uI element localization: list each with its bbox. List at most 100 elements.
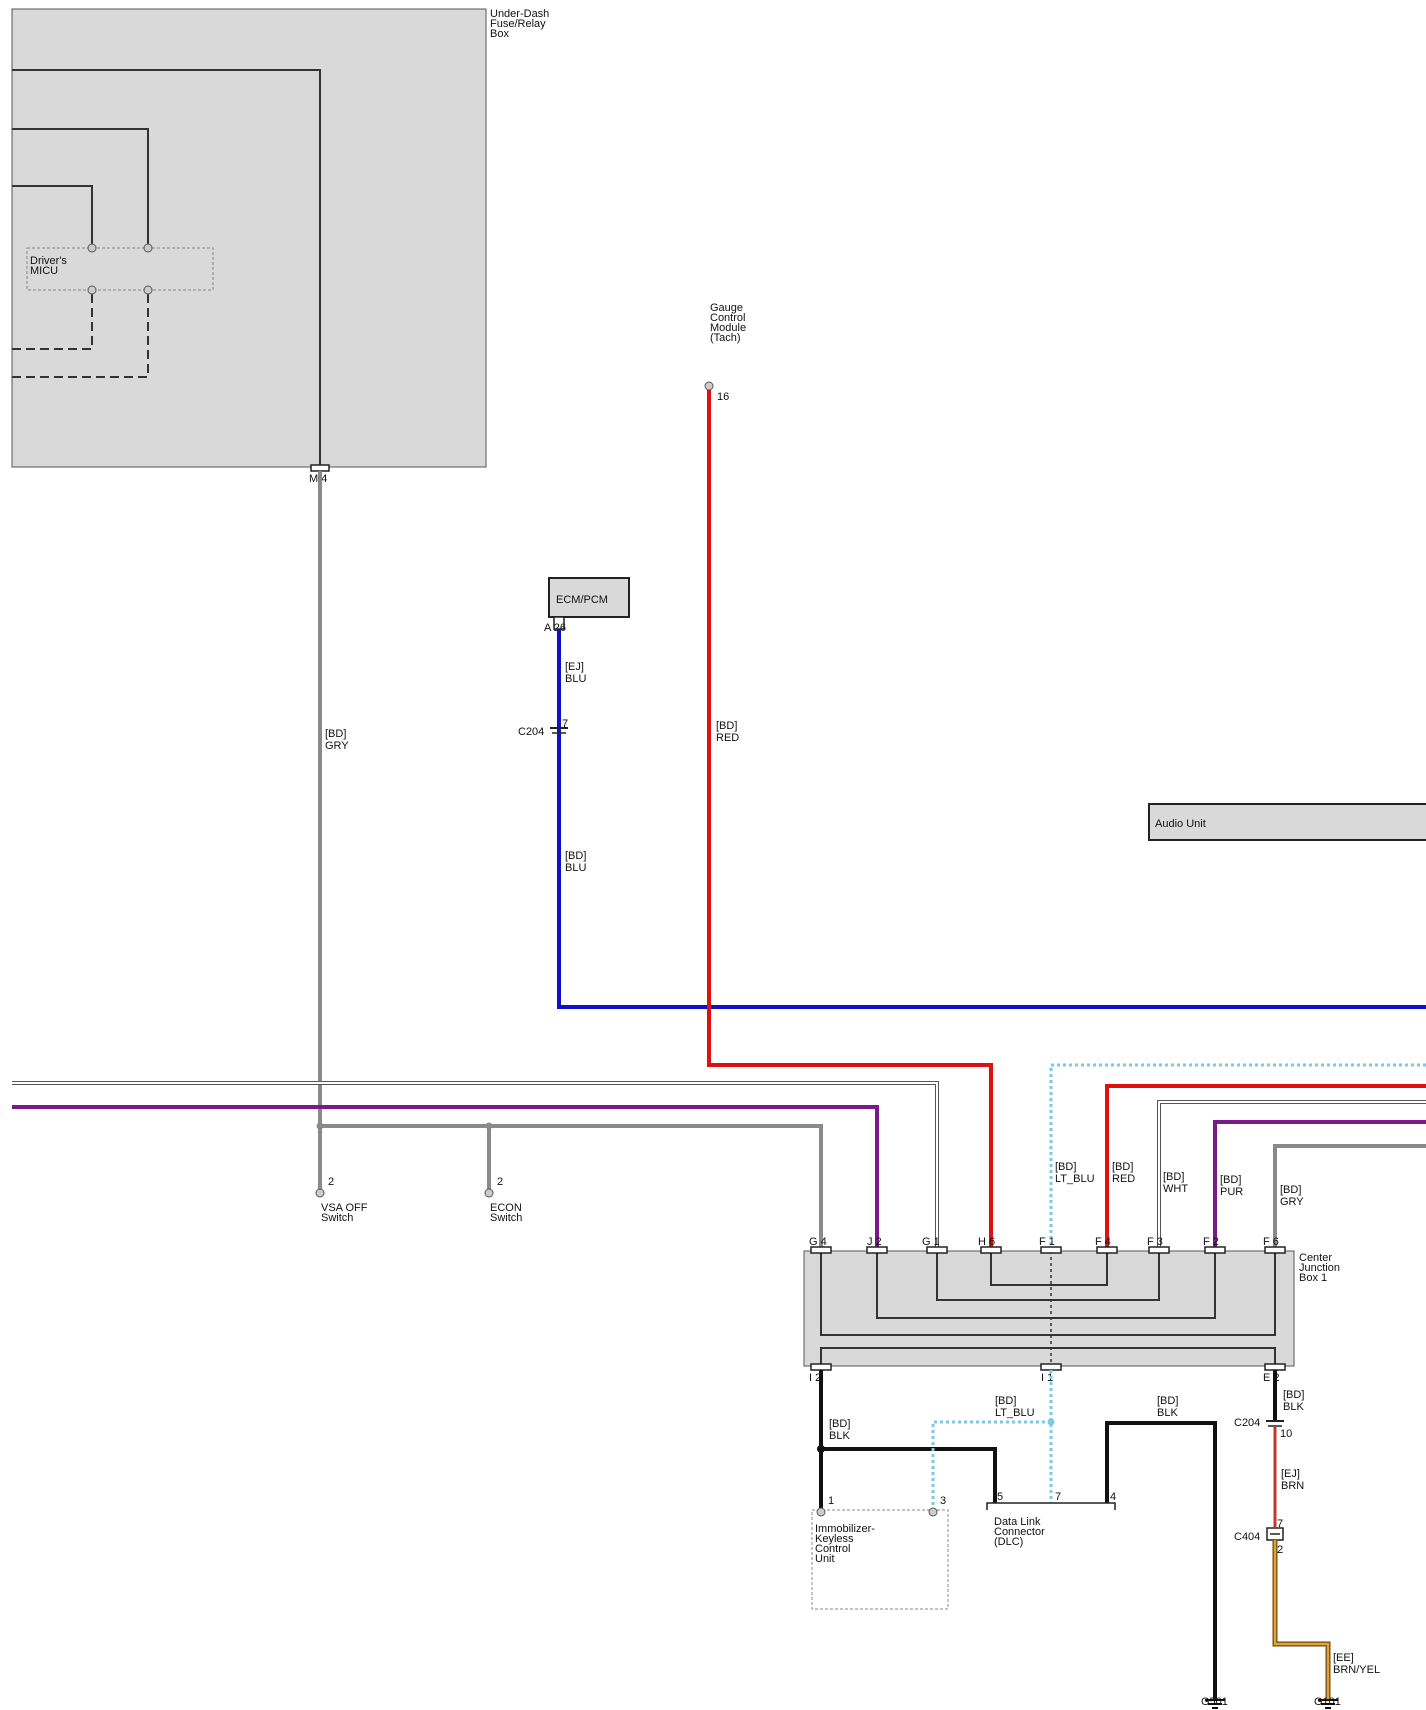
cjb-pin	[810, 1246, 832, 1254]
c204-pin-label: 7	[562, 718, 568, 730]
dlc-pin-label: 4	[1110, 1491, 1116, 1503]
g101-label: G101	[1314, 1696, 1341, 1708]
c204-bottom-pin-label: 10	[1280, 1428, 1292, 1440]
purple-wire-left	[12, 1105, 879, 1247]
c404-pin-label: 7	[1277, 1518, 1283, 1530]
cjb-pin-label: I 1	[1041, 1372, 1053, 1384]
cjb-bottom-pins: I 2 I 1 E 2	[809, 1363, 1286, 1384]
white-wire-right-label: [BD] WHT	[1163, 1171, 1188, 1195]
cjb-pin	[1204, 1246, 1226, 1254]
cjb-pin	[1148, 1246, 1170, 1254]
cjb-pin-label: F 3	[1147, 1236, 1163, 1248]
gray-wire-right	[1273, 1144, 1426, 1247]
cjb-pin	[1264, 1363, 1286, 1371]
cjb-pin	[926, 1246, 948, 1254]
cjb-pin-label: F 1	[1039, 1236, 1055, 1248]
black-wire-i2: [BD] BLK	[817, 1370, 997, 1510]
splice-dot	[316, 1122, 324, 1130]
immobilizer-label: Immobilizer- Keyless Control Unit	[815, 1523, 878, 1565]
lt-blue-wire-top	[1049, 1063, 1426, 1247]
cjb-internal	[936, 1251, 1160, 1301]
dlc-pin-label: 7	[1055, 1491, 1061, 1503]
ecm-pin-label: A 26	[544, 622, 566, 634]
white-wire-left	[12, 1082, 938, 1247]
internal-dashed-wire-1	[12, 290, 93, 350]
purple-wire-right	[1213, 1120, 1426, 1247]
cjb-pin-label: I 2	[809, 1372, 821, 1384]
brn-yel-wire-label: [EE] BRN/YEL	[1333, 1652, 1380, 1676]
internal-wire-3	[12, 185, 93, 247]
splice-dot	[485, 1122, 493, 1130]
cjb-pin	[980, 1246, 1002, 1254]
ecm-box	[548, 577, 630, 618]
cjb-body	[803, 1250, 1295, 1367]
red-wire-gauge	[707, 390, 993, 1247]
cjb-pin	[1096, 1246, 1118, 1254]
ground-g101: G101	[1314, 1696, 1341, 1709]
immobilizer-pin	[816, 1507, 826, 1517]
fuse-relay-box: Under-Dash Fuse/Relay Box Driver's MICU …	[11, 8, 549, 485]
immobilizer-pin-label: 1	[828, 1495, 834, 1507]
red-wire-label: [BD] RED	[716, 720, 740, 744]
ecm-label: ECM/PCM	[556, 594, 608, 606]
black-wire-dlc-ground	[1105, 1421, 1217, 1700]
audio-unit: Audio Unit	[1148, 803, 1426, 841]
econ-switch: 2 ECON Switch	[484, 1176, 522, 1224]
cjb-pin	[1040, 1363, 1062, 1371]
cjb-internal	[820, 1347, 1276, 1366]
black-wire-to-dlc	[821, 1447, 997, 1503]
vsa-off-switch: 2 VSA OFF Switch	[315, 1176, 368, 1224]
data-link-connector: 5 7 4 Data Link Connector (DLC)	[986, 1491, 1116, 1548]
gauge-label: Gauge Control Module (Tach)	[710, 302, 749, 344]
dlc-label: Data Link Connector (DLC)	[994, 1516, 1048, 1548]
black-wire-left-label: [BD] BLK	[829, 1418, 853, 1442]
blue-wire-group: [EJ] BLU C204 7 [BD] BLU	[518, 629, 1426, 1009]
red-wire-group: [BD] RED	[707, 390, 993, 1247]
cjb-pin-label: J 2	[867, 1236, 882, 1248]
fuse-box-body	[11, 8, 487, 468]
gauge-pin	[704, 381, 714, 391]
blue-wire-label-bd: [BD] BLU	[565, 850, 589, 874]
cjb-internal	[820, 1251, 1276, 1336]
cjb-label: Center Junction Box 1	[1299, 1252, 1343, 1284]
micu-pin	[143, 243, 153, 253]
lt-blue-wire-i1: [BD] LT_BLU	[931, 1370, 1055, 1510]
micu-label: Driver's MICU	[30, 255, 70, 277]
micu-box	[26, 247, 214, 291]
black-wire-g501: [BD] BLK	[1105, 1395, 1217, 1700]
cjb-pin	[1264, 1246, 1286, 1254]
brn-yel-wire	[1273, 1540, 1330, 1700]
blue-wire-label-ej: [EJ] BLU	[565, 661, 587, 685]
micu-pin	[143, 285, 153, 295]
cjb-internal	[876, 1251, 1216, 1319]
cjb-pin	[810, 1363, 832, 1371]
c404-pin-label: 2	[1277, 1544, 1283, 1556]
vsa-pin-label: 2	[328, 1176, 334, 1188]
cjb-pin-label: H 6	[978, 1236, 995, 1248]
gauge-control-module: Gauge Control Module (Tach) 16	[704, 302, 749, 403]
micu-pin	[87, 243, 97, 253]
cjb-pin-label: G 1	[922, 1236, 940, 1248]
internal-wire-2	[12, 128, 149, 247]
immobilizer-box	[811, 1509, 949, 1610]
cjb-pin-label: F 4	[1095, 1236, 1111, 1248]
gray-wire-right-label: [BD] GRY	[1280, 1184, 1304, 1208]
cjb-pin	[1040, 1246, 1062, 1254]
micu-pin	[87, 285, 97, 295]
lt-blue-wire-label-top: [BD] LT_BLU	[1055, 1161, 1095, 1185]
brown-wire-label: [EJ] BRN	[1281, 1468, 1304, 1492]
cjb-pin	[866, 1246, 888, 1254]
cjb-pin-label: G 4	[809, 1236, 827, 1248]
econ-pin-label: 2	[497, 1176, 503, 1188]
g501-label: G501	[1201, 1696, 1228, 1708]
black-wire-dlc-label: [BD] BLK	[1157, 1395, 1181, 1419]
c404-label: C404	[1234, 1531, 1260, 1543]
ecm-pcm: ECM/PCM A 26	[544, 577, 630, 634]
splice-dot	[817, 1445, 825, 1453]
e2-ground-wire: [BD] BLK C204 10 [EJ] BRN C404 7 2 [EE] …	[1234, 1370, 1380, 1700]
gray-wire-to-cjb	[320, 1124, 823, 1247]
black-wire-e2-label: [BD] BLK	[1283, 1389, 1307, 1413]
gray-wire-group: [BD] GRY	[316, 471, 823, 1247]
